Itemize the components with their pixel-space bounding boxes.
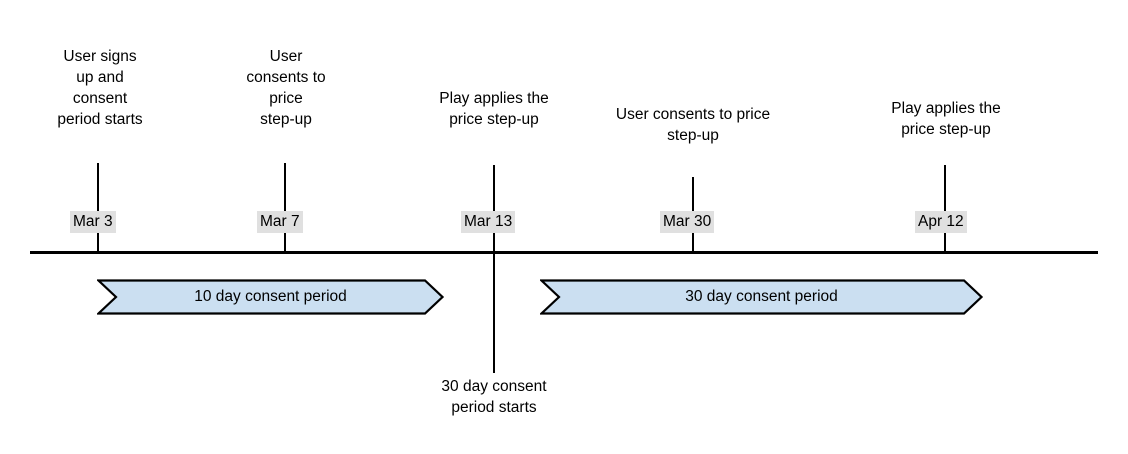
tick-mark-30-day-start-extension <box>493 252 495 373</box>
banner-consent-period-10: 10 day consent period <box>97 279 444 315</box>
timeline-axis <box>30 251 1098 254</box>
event-label-stepup-applied-2: Play applies the price step-up <box>891 100 1001 138</box>
event-label-signup: User signs up and consent period starts <box>57 48 143 128</box>
banner-consent-period-30: 30 day consent period <box>540 279 983 315</box>
banner-chevron-shape-10 <box>97 279 444 315</box>
date-chip-consent-10day: Mar 7 <box>257 211 303 233</box>
event-label-consent-30day: User consents to price step-up <box>615 106 771 144</box>
event-label-consent-10day: User consents to price step-up <box>246 48 326 128</box>
tick-mark-stepup-applied-2 <box>944 165 946 252</box>
date-chip-stepup-applied-2: Apr 12 <box>915 211 967 233</box>
date-chip-signup: Mar 3 <box>70 211 116 233</box>
event-label-stepup-applied-1: Play applies the price step-up <box>439 90 549 128</box>
tick-mark-signup <box>97 163 99 252</box>
footnote-30-day-start: 30 day consent period starts <box>441 378 547 416</box>
date-chip-consent-30day: Mar 30 <box>660 211 715 233</box>
date-chip-stepup-applied-1: Mar 13 <box>461 211 516 233</box>
tick-mark-consent-10day <box>284 163 286 252</box>
banner-chevron-shape-30 <box>540 279 983 315</box>
tick-mark-stepup-applied-1 <box>493 165 495 252</box>
